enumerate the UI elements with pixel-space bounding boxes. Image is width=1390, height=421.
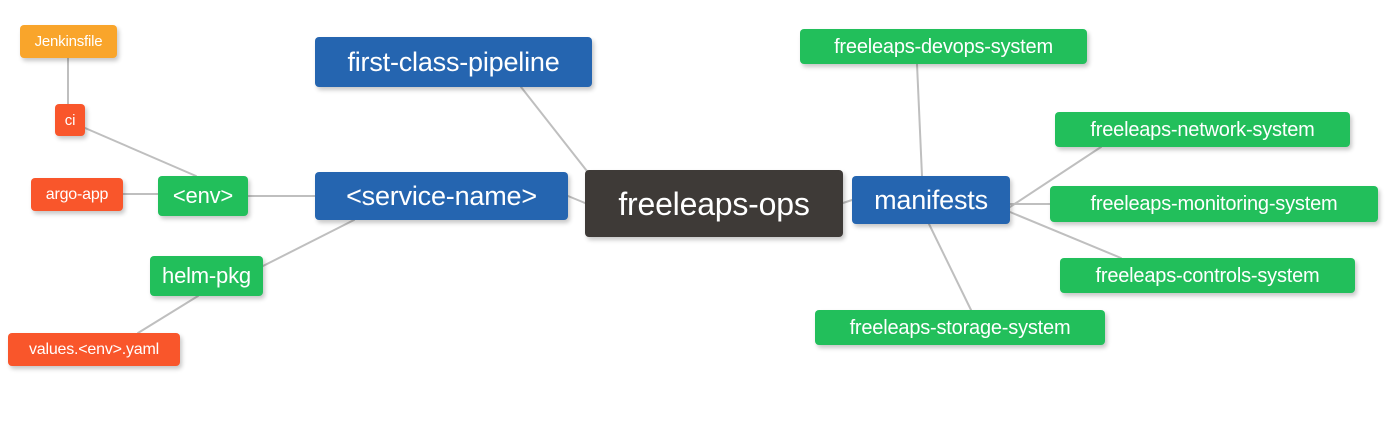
node-argo-app[interactable]: argo-app (31, 178, 123, 211)
node-helm-pkg[interactable]: helm-pkg (150, 256, 263, 296)
node-label-values-env-yaml: values.<env>.yaml (28, 340, 159, 358)
node-label-env: <env> (172, 183, 234, 208)
node-first-class-pipeline[interactable]: first-class-pipeline (315, 37, 592, 87)
edge-manifests-to-freeleaps-storage-system (928, 223, 972, 311)
node-freeleaps-storage-system[interactable]: freeleaps-storage-system (815, 310, 1105, 345)
node-freeleaps-controls-system[interactable]: freeleaps-controls-system (1060, 258, 1355, 293)
node-values-env-yaml[interactable]: values.<env>.yaml (8, 333, 180, 366)
edge-freeleaps-ops-to-first-class-pipeline (520, 86, 595, 181)
node-label-freeleaps-network-system: freeleaps-network-system (1090, 118, 1315, 141)
edge-service-name-to-helm-pkg (262, 219, 355, 267)
node-label-freeleaps-monitoring-system: freeleaps-monitoring-system (1090, 193, 1338, 215)
edge-freeleaps-ops-to-manifests (842, 199, 853, 204)
edge-helm-pkg-to-values-env-yaml (137, 295, 199, 334)
node-label-freeleaps-storage-system: freeleaps-storage-system (849, 316, 1071, 339)
node-service-name[interactable]: <service-name> (315, 172, 568, 220)
edge-env-to-ci (84, 127, 197, 177)
node-label-first-class-pipeline: first-class-pipeline (347, 46, 560, 77)
edge-freeleaps-ops-to-service-name (567, 195, 586, 204)
node-manifests[interactable]: manifests (852, 176, 1010, 224)
node-label-ci: ci (64, 111, 76, 129)
node-ci[interactable]: ci (55, 104, 85, 136)
node-label-freeleaps-controls-system: freeleaps-controls-system (1095, 264, 1320, 287)
node-label-manifests: manifests (874, 184, 988, 215)
node-freeleaps-devops-system[interactable]: freeleaps-devops-system (800, 29, 1087, 64)
node-label-freeleaps-ops: freeleaps-ops (618, 185, 810, 222)
node-label-helm-pkg: helm-pkg (162, 263, 251, 288)
node-label-service-name: <service-name> (346, 180, 537, 211)
node-label-freeleaps-devops-system: freeleaps-devops-system (834, 35, 1053, 58)
node-freeleaps-ops[interactable]: freeleaps-ops (585, 170, 843, 237)
node-label-jenkinsfile: Jenkinsfile (34, 33, 103, 50)
node-jenkinsfile[interactable]: Jenkinsfile (20, 25, 117, 58)
node-env[interactable]: <env> (158, 176, 248, 216)
node-freeleaps-network-system[interactable]: freeleaps-network-system (1055, 112, 1350, 147)
node-freeleaps-monitoring-system[interactable]: freeleaps-monitoring-system (1050, 186, 1378, 222)
edge-manifests-to-freeleaps-devops-system (916, 63, 923, 177)
node-label-argo-app: argo-app (45, 185, 109, 203)
